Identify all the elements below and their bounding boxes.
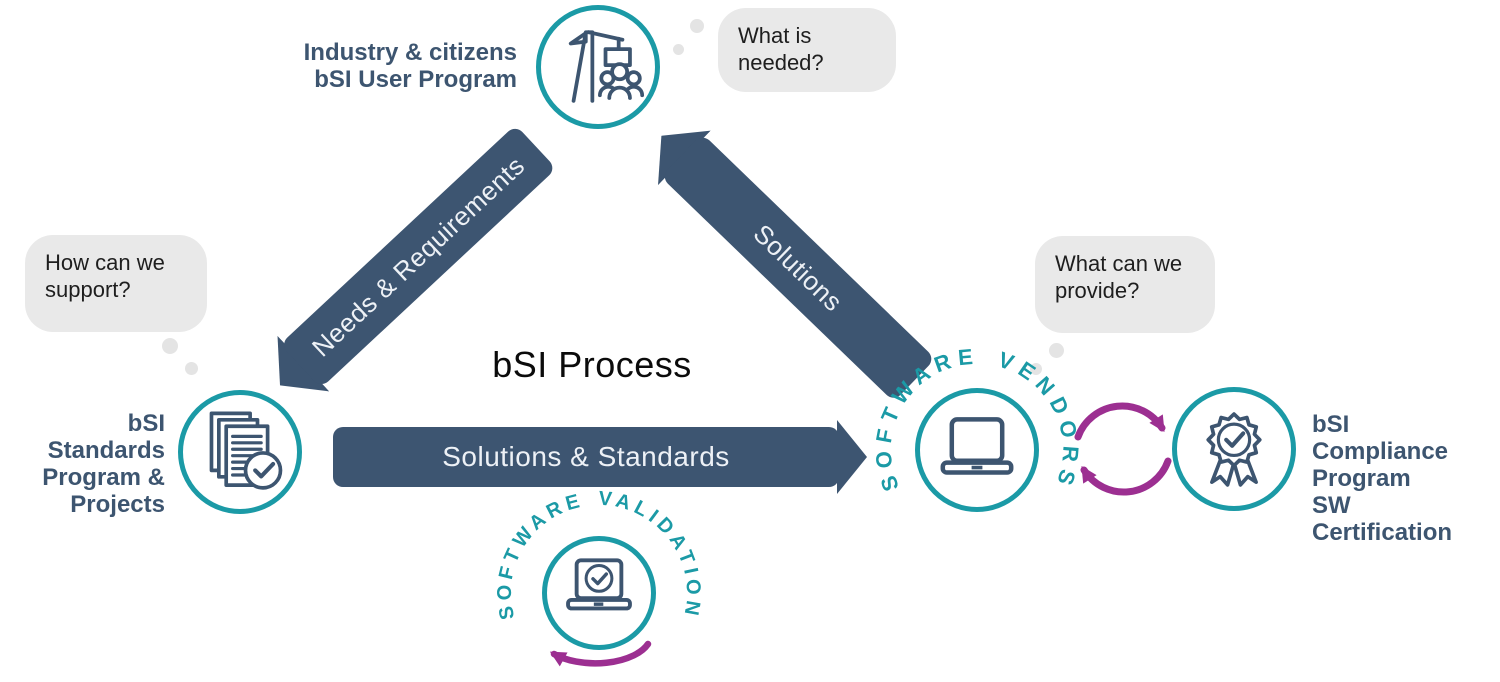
node-user-label: Industry & citizens bSI User Program: [303, 39, 517, 93]
node-validation-circle: [542, 536, 656, 650]
thought-bubble-vendors: What can we provide?: [1035, 236, 1215, 333]
thought-bubble-standards: How can we support?: [25, 235, 207, 332]
documents-check-icon: [209, 411, 283, 490]
certification-cycle-arrows: [1074, 402, 1172, 496]
laptop-icon: [940, 417, 1014, 475]
diagram-title: bSI Process: [492, 344, 692, 385]
award-ribbon-icon: [1206, 412, 1262, 487]
thought-dot: [185, 362, 198, 375]
banner-solutions-standards: Solutions & Standards: [333, 420, 867, 494]
laptop-check-icon: [566, 558, 632, 611]
thought-bubble-user: What is needed?: [718, 8, 896, 92]
crane-people-icon: [568, 30, 645, 103]
node-standards-circle: [178, 390, 302, 514]
validation-cycle-arrow: [549, 640, 652, 667]
banner-solutions-label: Solutions: [747, 217, 849, 317]
thought-dot: [690, 19, 704, 33]
thought-dot: [1030, 363, 1042, 375]
banner-needs-label: Needs & Requirements: [305, 150, 531, 363]
node-standards-label: bSI Standards Program & Projects: [42, 410, 165, 518]
thought-dot: [1049, 343, 1064, 358]
thought-dot: [673, 44, 684, 55]
node-user-circle: [536, 5, 660, 129]
node-vendors-circle: [915, 388, 1039, 512]
node-compliance-circle: [1172, 387, 1296, 511]
node-compliance-label: bSI Compliance Program SW Certification: [1312, 411, 1453, 546]
thought-dot: [162, 338, 178, 354]
banner-solutions-standards-label: Solutions & Standards: [442, 441, 730, 472]
